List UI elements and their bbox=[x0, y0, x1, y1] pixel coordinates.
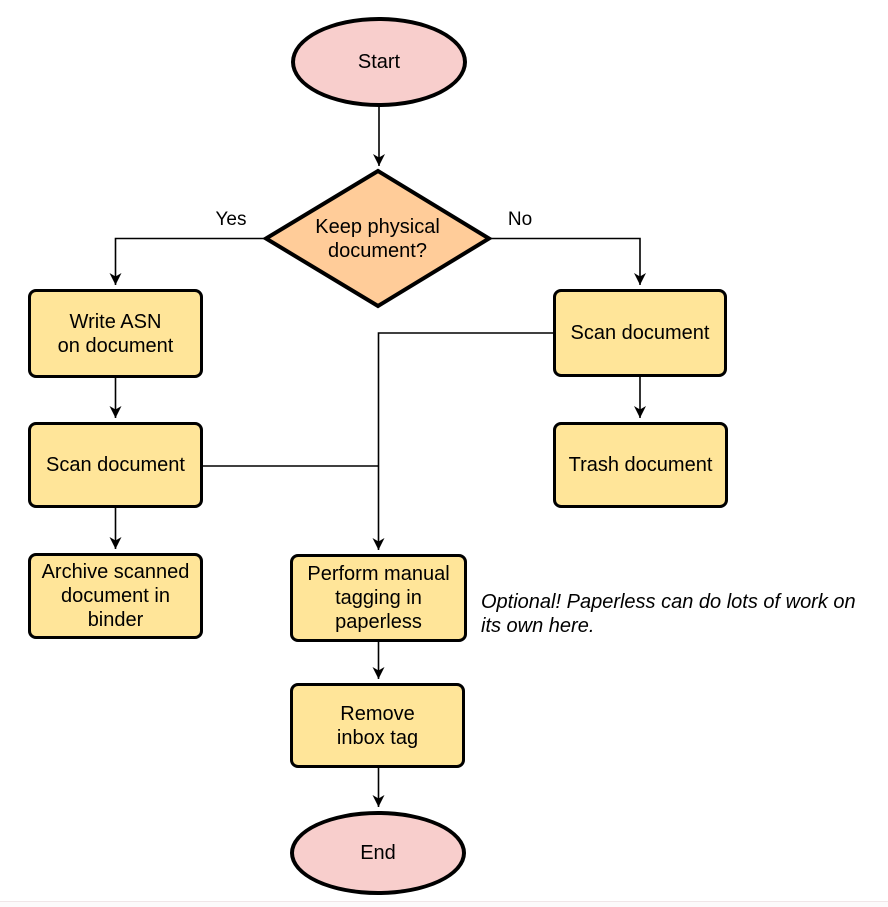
node-trash-document: Trash document bbox=[553, 422, 728, 508]
node-scan-document-right: Scan document bbox=[553, 289, 727, 377]
node-archive-document-label: Archive scanned document in binder bbox=[41, 561, 190, 631]
node-archive-document: Archive scanned document in binder bbox=[28, 553, 203, 639]
edge-decision-no-to-scan-right bbox=[489, 237, 646, 285]
node-scan-document-left: Scan document bbox=[28, 422, 203, 508]
node-scan-document-right-label: Scan document bbox=[570, 322, 710, 344]
node-end-label: End bbox=[360, 842, 396, 864]
node-decision: Keep physical document? bbox=[266, 171, 489, 306]
edge-decision-yes-to-write-asn bbox=[109, 237, 266, 285]
node-decision-label: Keep physical document? bbox=[315, 215, 440, 262]
node-start-label: Start bbox=[357, 51, 401, 73]
node-scan-document-left-label: Scan document bbox=[46, 454, 185, 476]
node-trash-document-label: Trash document bbox=[568, 454, 713, 476]
edge-label-no: No bbox=[507, 209, 533, 230]
node-perform-tagging: Perform manual tagging in paperless bbox=[290, 554, 467, 642]
node-write-asn: Write ASN on document bbox=[28, 289, 203, 378]
edge-label-yes: Yes bbox=[215, 209, 247, 230]
node-start: Start bbox=[291, 17, 467, 107]
node-remove-inbox-tag-label: Remove inbox tag bbox=[336, 702, 419, 749]
optional-note: Optional! Paperless can do lots of work … bbox=[481, 591, 856, 637]
page-bottom-divider bbox=[0, 901, 888, 907]
node-write-asn-label: Write ASN on document bbox=[57, 310, 174, 357]
node-end: End bbox=[290, 811, 466, 895]
edge-scan-right-to-perform-tagging bbox=[372, 332, 553, 550]
decision-diamond-shape bbox=[262, 168, 493, 309]
node-remove-inbox-tag: Remove inbox tag bbox=[290, 683, 465, 768]
node-perform-tagging-label: Perform manual tagging in paperless bbox=[307, 563, 450, 633]
